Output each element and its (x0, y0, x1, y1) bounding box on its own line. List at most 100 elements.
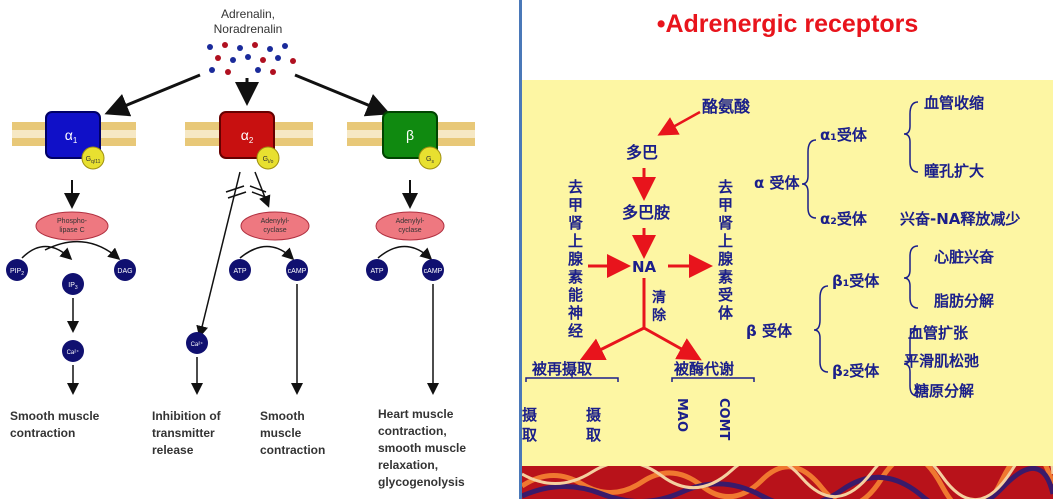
enzyme-adenylyl-cyclase-beta: Adenylyl- cyclase (375, 211, 445, 241)
svg-text:Heart muscle: Heart muscle (378, 407, 454, 421)
svg-text:受: 受 (718, 286, 733, 304)
signaling-diagram-panel: Adrenalin, Noradrenalin α1 Gq/11 (0, 0, 520, 499)
svg-text:能: 能 (568, 286, 583, 304)
tyrosine-label: 酪氨酸 (702, 97, 751, 116)
beta-receptor-label: β 受体 (746, 322, 793, 340)
molecule-atp-2: ATP (366, 259, 388, 281)
svg-text:摄: 摄 (586, 406, 602, 424)
svg-text:cAMP: cAMP (288, 268, 307, 275)
svg-text:清: 清 (652, 289, 666, 305)
svg-text:smooth muscle: smooth muscle (378, 441, 466, 455)
svg-text:Smooth muscle: Smooth muscle (10, 409, 100, 423)
ligand-molecules (207, 42, 296, 75)
molecule-ca-2: Ca²⁺ (186, 332, 208, 354)
effect-smooth-muscle-contraction-1: Smooth muscle contraction (10, 409, 100, 440)
svg-text:PIP2: PIP2 (10, 268, 24, 277)
beta1-brace (903, 245, 919, 309)
svg-text:Gi/o: Gi/o (263, 156, 274, 165)
svg-text:素: 素 (718, 268, 733, 286)
alpha1-label: α₁受体 (820, 126, 868, 144)
arrow-to-ac-alpha2 (254, 171, 271, 208)
svg-text:Inhibition of: Inhibition of (152, 409, 222, 423)
svg-text:Smooth: Smooth (260, 409, 305, 423)
svg-text:Ca²⁺: Ca²⁺ (67, 349, 80, 356)
enzyme-phospholipase-c: Phospho- lipase C (35, 211, 109, 241)
svg-text:Gs: Gs (426, 156, 434, 165)
svg-text:β: β (406, 127, 414, 143)
svg-text:lipase C: lipase C (59, 227, 84, 234)
svg-text:甲: 甲 (718, 197, 733, 214)
alpha1-effect-1: 血管收缩 (924, 94, 984, 112)
svg-text:甲: 甲 (568, 197, 583, 214)
svg-text:cAMP: cAMP (424, 268, 443, 275)
effect-heart-muscle: Heart muscle contraction, smooth muscle … (378, 407, 466, 489)
molecule-ca-1: Ca²⁺ (62, 340, 84, 362)
neuron-vertical-label: 去 甲 肾 上 腺 素 能 神 经 (568, 178, 584, 340)
svg-text:glycogenolysis: glycogenolysis (378, 475, 465, 489)
arrow-to-beta (294, 73, 391, 117)
molecule-pip2: PIP2 (6, 259, 28, 281)
arrow-tyrosine-dopa (657, 110, 701, 136)
arrow-atp-camp-2 (377, 245, 433, 261)
svg-text:Adenylyl-: Adenylyl- (396, 218, 425, 225)
dopamine-label: 多巴胺 (622, 203, 670, 222)
molecule-dag: DAG (114, 259, 136, 281)
receptor-alpha1: α1 Gq/11 (45, 111, 105, 170)
arrow-atp-camp-1 (239, 245, 295, 261)
molecule-ip3: IP3 (62, 273, 84, 295)
inhibition-marks (225, 185, 269, 199)
svg-text:取: 取 (522, 427, 538, 444)
arrow-to-ca-inhibition (196, 171, 241, 338)
alpha1-effect-2: 瞳孔扩大 (924, 162, 984, 180)
svg-text:relaxation,: relaxation, (378, 458, 438, 472)
svg-text:腺: 腺 (718, 250, 734, 268)
slide-title: •Adrenergic receptors (656, 10, 919, 38)
beta1-label: β₁受体 (832, 272, 880, 290)
effect-smooth-muscle-contraction-2: Smooth muscle contraction (260, 409, 325, 457)
svg-text:去: 去 (568, 178, 583, 196)
na-label: NA (632, 258, 657, 276)
svg-text:contraction,: contraction, (378, 424, 447, 438)
svg-text:cyclase: cyclase (263, 227, 286, 234)
adrenergic-slide-panel: •Adrenergic receptors 酪氨酸 多巴 多巴胺 NA 去 甲 … (522, 0, 1053, 499)
beta2-effect-1: 血管扩张 (908, 324, 969, 342)
enzymatic-label: 被酶代谢 (674, 360, 734, 378)
enzyme-adenylyl-cyclase-alpha2: Adenylyl- cyclase (240, 211, 310, 241)
beta1-effect-1: 心脏兴奋 (934, 248, 995, 266)
clearance-label: 清 除 (652, 289, 667, 323)
svg-text:cyclase: cyclase (398, 227, 421, 234)
reuptake-label: 被再摄取 (532, 360, 593, 378)
uptake-right: 摄 取 (586, 406, 602, 444)
svg-text:muscle: muscle (260, 426, 302, 440)
enzymatic-bracket (671, 377, 755, 382)
uptake-left: 摄 取 (522, 406, 538, 444)
svg-text:Ca²⁺: Ca²⁺ (191, 341, 204, 348)
alpha-receptor-label: α 受体 (754, 174, 801, 192)
svg-text:上: 上 (568, 233, 583, 250)
molecule-camp-1: cAMP (286, 259, 308, 281)
adrenergic-pathway-diagram: 酪氨酸 多巴 多巴胺 NA 去 甲 肾 上 腺 素 能 神 经 (522, 94, 1020, 444)
svg-text:contraction: contraction (10, 426, 75, 440)
molecule-camp-2: cAMP (422, 259, 444, 281)
ligand-label-2: Noradrenalin (214, 22, 283, 36)
svg-text:Adenylyl-: Adenylyl- (261, 218, 290, 225)
comt-label: COMT (716, 398, 731, 441)
decorative-pattern-strip (522, 466, 1053, 499)
svg-text:素: 素 (568, 268, 583, 286)
svg-text:神: 神 (568, 304, 583, 322)
receptor-beta: β Gs (382, 111, 442, 170)
signaling-diagram: Adrenalin, Noradrenalin α1 Gq/11 (6, 7, 475, 489)
beta2-effect-2: 平滑肌松弛 (904, 352, 979, 370)
beta2-label: β₂受体 (832, 362, 880, 380)
svg-text:Phospho-: Phospho- (57, 218, 88, 225)
svg-text:体: 体 (718, 304, 734, 322)
arrow-enzymatic (643, 326, 702, 361)
alpha2-label: α₂受体 (820, 210, 868, 228)
svg-text:ATP: ATP (370, 268, 383, 275)
mao-label: MAO (674, 398, 689, 432)
svg-text:腺: 腺 (568, 250, 584, 268)
dopa-label: 多巴 (626, 143, 658, 162)
svg-text:ATP: ATP (233, 268, 246, 275)
svg-text:上: 上 (718, 233, 733, 250)
svg-text:transmitter: transmitter (152, 426, 215, 440)
